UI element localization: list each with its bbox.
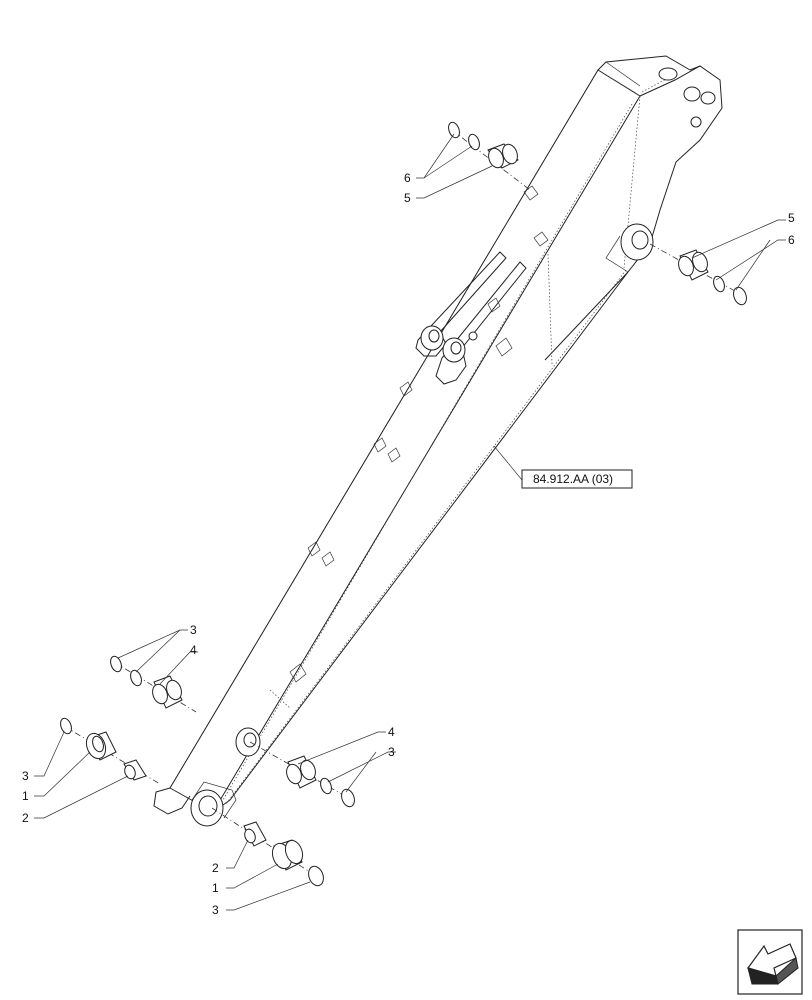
- callout-6-right: 6: [788, 233, 795, 247]
- parts-group-middle: [249, 741, 355, 808]
- callout-3-left-upper: 3: [190, 623, 197, 637]
- callout-5-top-left: 5: [404, 191, 411, 205]
- callout-6-top-left: 6: [404, 171, 411, 185]
- callout-4-middle: 4: [388, 725, 395, 739]
- callout-2-left-lower: 2: [22, 811, 29, 825]
- reference-label[interactable]: 84.912.AA (03): [533, 472, 613, 486]
- callout-3-left-lower: 3: [22, 769, 29, 783]
- parts-group-top-left: [448, 121, 531, 191]
- callout-3-bottom: 3: [212, 903, 219, 917]
- parts-group-bottom: [211, 807, 324, 887]
- callout-1-left-lower: 1: [22, 789, 29, 803]
- reference-link[interactable]: 84.912.AA (03): [521, 469, 633, 489]
- callout-5-right: 5: [788, 211, 795, 225]
- callout-3-middle: 3: [388, 745, 395, 759]
- parts-group-left-lower: [60, 717, 161, 785]
- callout-1-bottom: 1: [212, 881, 219, 895]
- callout-4-left-upper: 4: [190, 643, 197, 657]
- next-page-arrow-icon[interactable]: [737, 929, 803, 995]
- leader-lines: [34, 133, 786, 911]
- callout-labels: 6 5 5 6 3 4 3 1 2 4 3 2 1 3: [22, 171, 795, 917]
- parts-group-left-upper: [110, 655, 197, 713]
- parts-group-right: [649, 243, 747, 306]
- callout-2-bottom: 2: [212, 861, 219, 875]
- boom-arm: [153, 55, 723, 827]
